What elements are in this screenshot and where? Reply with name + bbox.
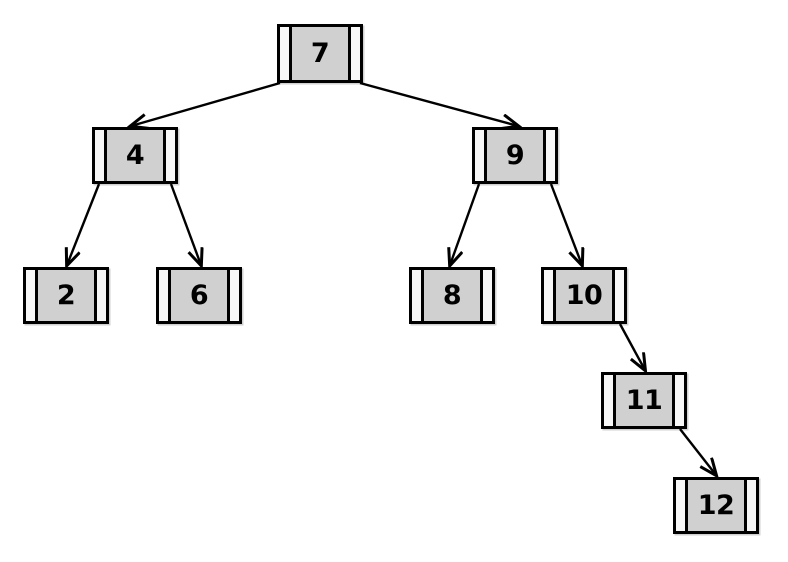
node-value-6: 6	[171, 270, 227, 321]
node-value-11: 11	[616, 375, 672, 426]
tree-edge-n4-to-n2	[67, 183, 101, 265]
node-value-2: 2	[38, 270, 94, 321]
left-pointer-cell-12	[676, 480, 688, 531]
tree-node-2[interactable]: 2	[23, 267, 109, 324]
tree-edge-n7-to-n9	[359, 81, 518, 126]
tree-node-6[interactable]: 6	[156, 267, 242, 324]
tree-edge-n11-to-n12	[679, 428, 716, 475]
right-pointer-cell-11	[672, 375, 684, 426]
node-value-7: 7	[292, 27, 348, 80]
left-pointer-cell-11	[604, 375, 616, 426]
right-pointer-cell-8	[480, 270, 492, 321]
node-value-8: 8	[424, 270, 480, 321]
tree-edge-n9-to-n10	[549, 183, 582, 265]
right-pointer-cell-7	[348, 27, 360, 80]
tree-node-10[interactable]: 10	[541, 267, 627, 324]
tree-node-7[interactable]: 7	[277, 24, 363, 83]
tree-node-11[interactable]: 11	[601, 372, 687, 429]
node-value-12: 12	[688, 480, 744, 531]
tree-node-12[interactable]: 12	[673, 477, 759, 534]
right-pointer-cell-12	[744, 480, 756, 531]
tree-node-8[interactable]: 8	[409, 267, 495, 324]
tree-edge-n9-to-n8	[450, 183, 481, 265]
tree-edge-n4-to-n6	[169, 183, 201, 265]
left-pointer-cell-9	[475, 130, 487, 181]
tree-edge-n7-to-n4	[131, 81, 281, 126]
left-pointer-cell-2	[26, 270, 38, 321]
node-value-4: 4	[107, 130, 163, 181]
tree-node-9[interactable]: 9	[472, 127, 558, 184]
right-pointer-cell-4	[163, 130, 175, 181]
tree-node-4[interactable]: 4	[92, 127, 178, 184]
right-pointer-cell-6	[227, 270, 239, 321]
node-value-9: 9	[487, 130, 543, 181]
left-pointer-cell-8	[412, 270, 424, 321]
left-pointer-cell-4	[95, 130, 107, 181]
node-value-10: 10	[556, 270, 612, 321]
right-pointer-cell-9	[543, 130, 555, 181]
left-pointer-cell-10	[544, 270, 556, 321]
tree-edges	[67, 81, 716, 475]
right-pointer-cell-10	[612, 270, 624, 321]
tree-edge-n10-to-n11	[618, 323, 645, 370]
right-pointer-cell-2	[94, 270, 106, 321]
left-pointer-cell-7	[280, 27, 292, 80]
left-pointer-cell-6	[159, 270, 171, 321]
